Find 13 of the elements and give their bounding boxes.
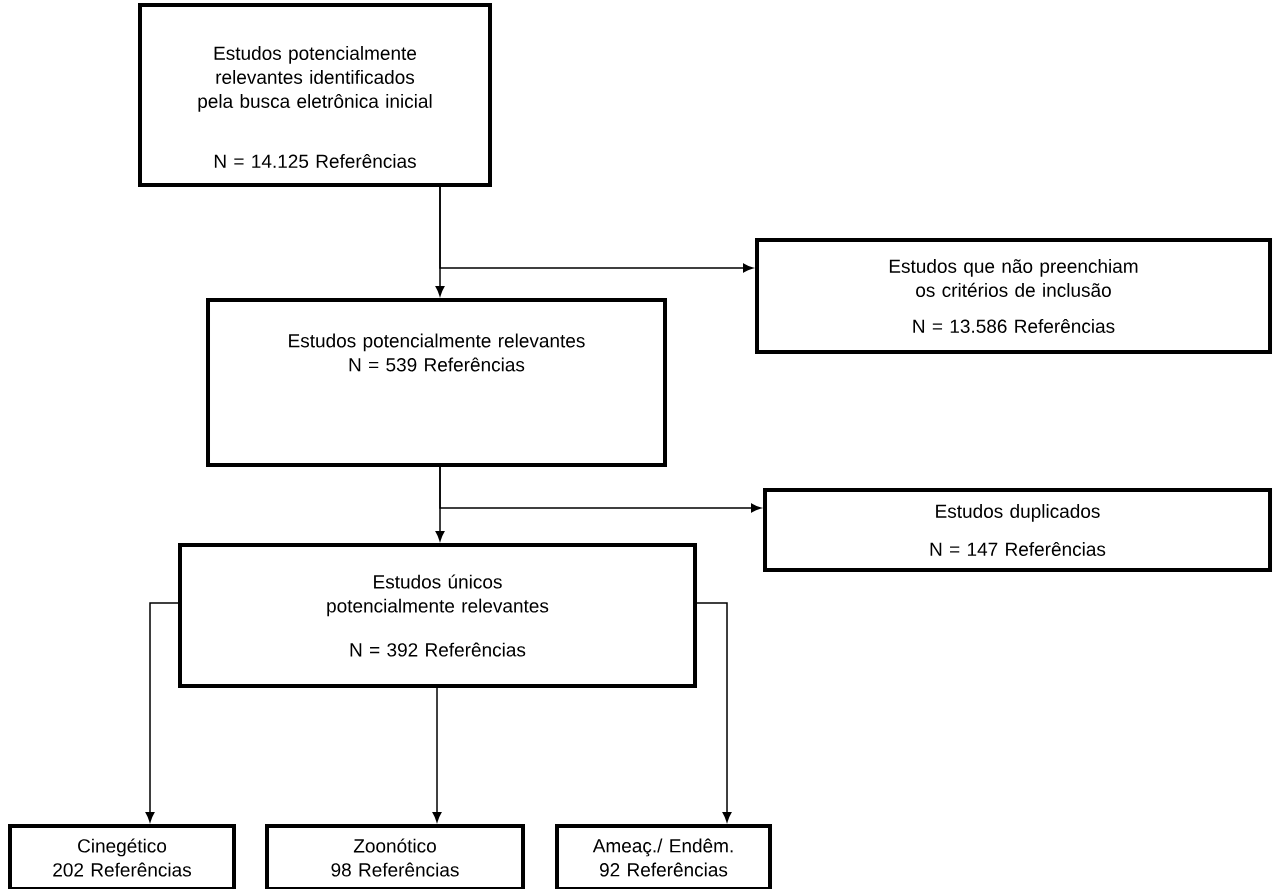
process-box: Estudos potencialmente relevantes identificados pela busca eletrônica inicial N = 14.125 Referências <box>138 3 492 187</box>
process-box: Zoonótico 98 Referências <box>265 824 525 889</box>
process-box: Estudos que não preenchiam os critérios de inclusão N = 13.586 Referências <box>755 238 1272 354</box>
process-box: Cinegético 202 Referências <box>8 824 236 889</box>
process-box: Estudos únicos potencialmente relevantes N = 392 Referências <box>178 543 697 688</box>
arrow <box>432 687 442 822</box>
process-box: Ameaç./ Endêm. 92 Referências <box>555 824 772 889</box>
process-box: Estudos duplicados N = 147 Referências <box>763 488 1272 572</box>
process-box: Estudos potencialmente relevantes N = 539 Referências <box>206 298 667 467</box>
arrow <box>696 602 732 822</box>
arrow <box>145 602 179 822</box>
arrow <box>439 466 761 513</box>
arrow <box>439 186 753 273</box>
